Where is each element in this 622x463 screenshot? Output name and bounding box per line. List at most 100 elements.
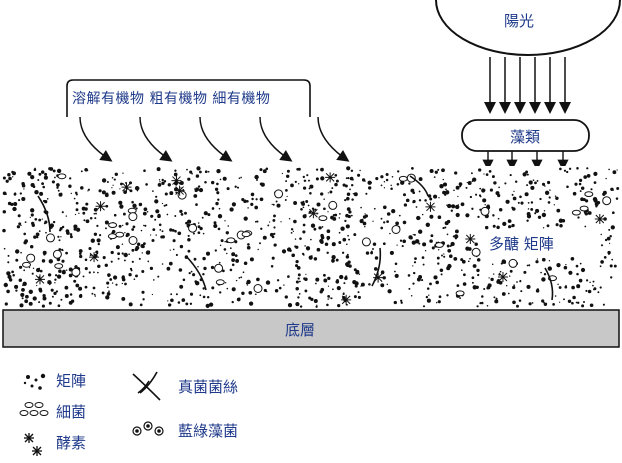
matrix-particle: [108, 275, 110, 278]
matrix-particle: [191, 172, 193, 175]
matrix-particle: [520, 201, 524, 205]
matrix-particle: [362, 221, 367, 226]
matrix-particle: [578, 278, 583, 283]
matrix-particle: [495, 191, 500, 196]
matrix-particle: [427, 194, 432, 198]
matrix-particle: [113, 275, 118, 280]
matrix-particle: [213, 223, 218, 229]
matrix-particle: [302, 200, 305, 203]
matrix-particle: [442, 182, 448, 187]
matrix-particle: [254, 205, 259, 210]
matrix-particle: [276, 203, 281, 208]
matrix-particle: [549, 189, 551, 191]
legend-matrix-dots-icon: [23, 373, 46, 390]
matrix-particle: [310, 238, 312, 241]
matrix-particle: [323, 198, 325, 200]
matrix-particle: [380, 283, 385, 288]
matrix-particle: [211, 207, 215, 210]
matrix-particle: [453, 189, 455, 192]
matrix-particle: [211, 286, 215, 290]
matrix-particle: [47, 280, 52, 285]
matrix-particle: [327, 295, 330, 298]
matrix-particle: [438, 197, 440, 199]
matrix-particle: [408, 182, 411, 185]
matrix-particle: [478, 168, 482, 172]
matrix-particle: [447, 203, 452, 209]
matrix-particle: [35, 235, 39, 239]
matrix-particle: [199, 226, 203, 231]
matrix-particle: [505, 284, 508, 287]
matrix-particle: [413, 233, 416, 236]
matrix-particle: [327, 192, 329, 194]
matrix-particle: [592, 197, 598, 202]
matrix-particle: [12, 171, 16, 176]
matrix-particle: [270, 265, 274, 268]
matrix-particle: [526, 173, 529, 176]
bacteria-cell: [22, 261, 31, 268]
matrix-particle: [57, 189, 60, 192]
cyanobacteria-cell: [214, 263, 224, 273]
matrix-particle: [346, 166, 351, 171]
matrix-particle: [284, 296, 287, 298]
matrix-particle: [451, 204, 456, 209]
matrix-particle: [309, 184, 314, 189]
matrix-particle: [304, 289, 308, 293]
matrix-particle: [446, 244, 450, 248]
matrix-particle: [58, 239, 61, 242]
matrix-particle: [203, 211, 208, 216]
matrix-particle: [273, 226, 276, 229]
matrix-particle: [56, 186, 59, 189]
matrix-particle: [197, 231, 201, 235]
matrix-particle: [111, 176, 114, 179]
matrix-particle: [294, 238, 297, 240]
organic-matter-arrows: [79, 116, 350, 162]
matrix-particle: [271, 203, 273, 206]
bacteria-cell: [215, 279, 225, 286]
matrix-particle: [211, 180, 215, 185]
matrix-particle: [131, 248, 135, 252]
matrix-particle: [477, 273, 480, 277]
matrix-particle: [79, 252, 82, 255]
matrix-particle: [332, 288, 334, 291]
algae-box: [461, 119, 590, 152]
matrix-particle: [262, 235, 267, 240]
matrix-particle: [161, 230, 164, 233]
matrix-particle: [39, 269, 43, 273]
matrix-particle: [30, 174, 35, 180]
matrix-particle: [305, 273, 307, 275]
matrix-particle: [197, 222, 200, 224]
matrix-particle: [54, 278, 57, 281]
matrix-particle: [508, 225, 512, 229]
matrix-particle: [344, 219, 347, 223]
matrix-particle: [95, 212, 97, 215]
matrix-particle: [135, 245, 140, 250]
matrix-particle: [431, 246, 435, 250]
matrix-particle: [202, 287, 205, 290]
matrix-particle: [25, 294, 29, 299]
matrix-particle: [320, 176, 325, 181]
matrix-particle: [189, 170, 193, 174]
matrix-particle: [542, 227, 545, 229]
matrix-particle: [425, 222, 430, 227]
matrix-particle: [342, 292, 345, 296]
matrix-particle: [20, 251, 22, 254]
matrix-particle: [58, 269, 62, 273]
matrix-particle: [425, 295, 429, 299]
matrix-particle: [467, 181, 472, 185]
matrix-particle: [327, 285, 330, 287]
matrix-particle: [194, 188, 196, 190]
matrix-particle: [486, 305, 489, 307]
matrix-particle: [437, 215, 442, 220]
matrix-particle: [394, 273, 399, 278]
matrix-particle: [403, 203, 408, 207]
matrix-particle: [157, 275, 160, 278]
matrix-particle: [15, 289, 18, 292]
matrix-particle: [446, 266, 451, 271]
matrix-particle: [79, 293, 83, 297]
matrix-particle: [607, 250, 611, 255]
bacteria-cell: [115, 231, 125, 238]
matrix-particle: [516, 304, 519, 308]
matrix-particle: [603, 256, 607, 259]
matrix-particle: [488, 170, 492, 173]
